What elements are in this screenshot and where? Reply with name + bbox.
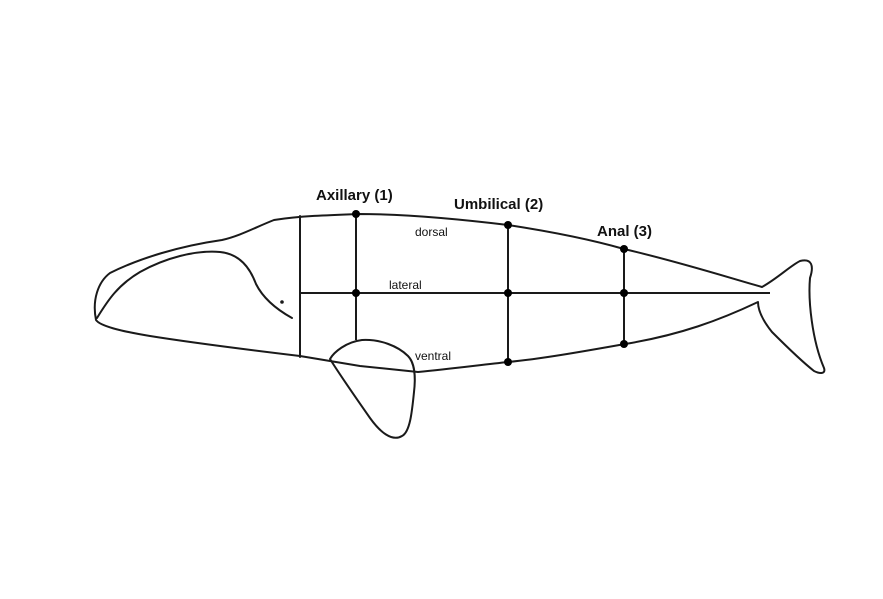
axillary-label: Axillary (1)	[316, 187, 393, 204]
pectoral-flipper	[330, 340, 415, 438]
dorsal-label: dorsal	[415, 225, 448, 239]
anal-lateral-point	[620, 289, 628, 297]
umbilical-dorsal-point	[504, 221, 512, 229]
umbilical-lateral-point	[504, 289, 512, 297]
lateral-label: lateral	[389, 278, 422, 292]
anal-label: Anal (3)	[597, 223, 652, 240]
mouth-line	[97, 252, 292, 318]
anal-dorsal-point	[620, 245, 628, 253]
axillary-lateral-point	[352, 289, 360, 297]
axillary-dorsal-point	[352, 210, 360, 218]
ventral-label: ventral	[415, 349, 451, 363]
eye-dot	[280, 300, 284, 304]
anal-ventral-point	[620, 340, 628, 348]
umbilical-ventral-point	[504, 358, 512, 366]
umbilical-label: Umbilical (2)	[454, 196, 543, 213]
